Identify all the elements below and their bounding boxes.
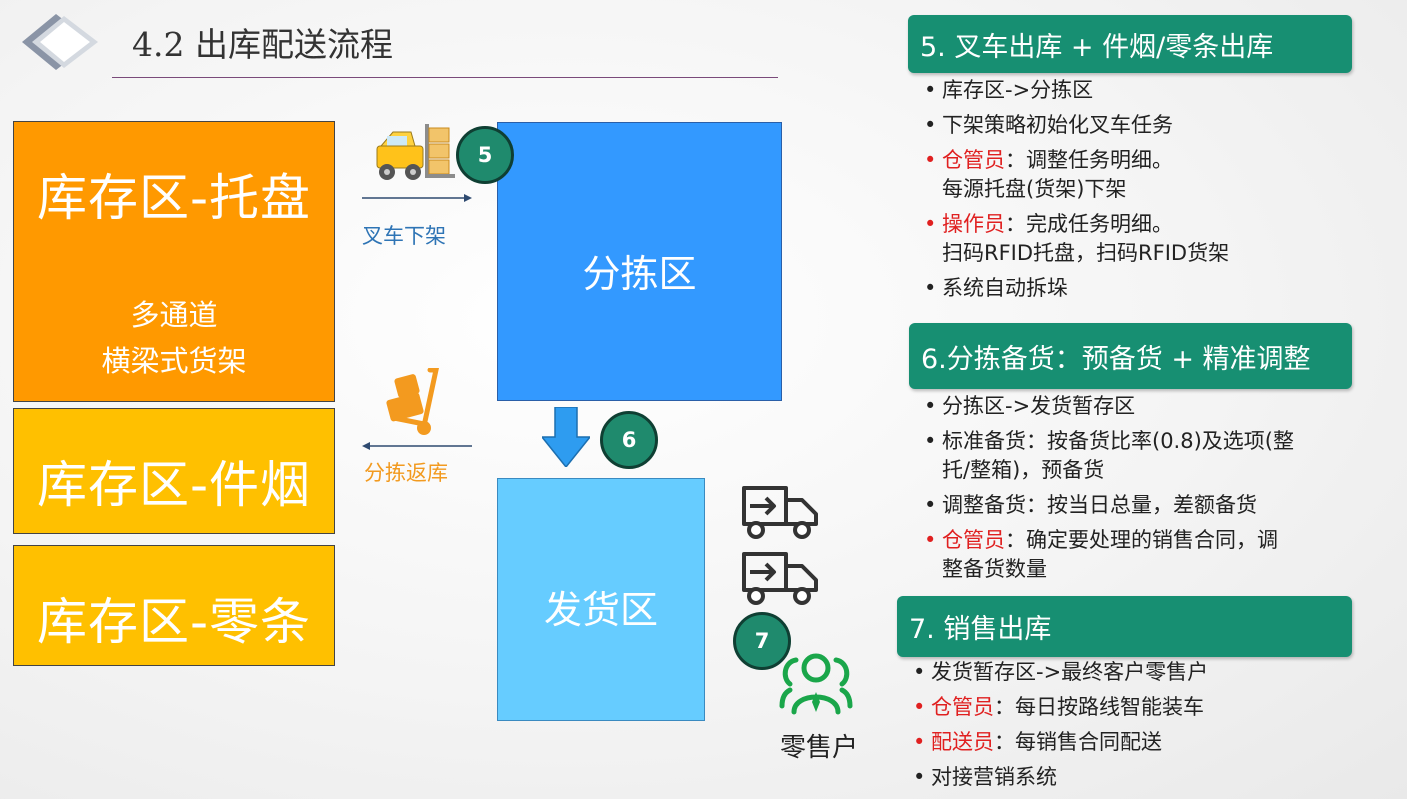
step-7-heading: 7. 销售出库 [897, 596, 1352, 657]
pallet-storage-zone: 库存区-托盘 多通道 横梁式货架 [13, 121, 335, 402]
list-item: 库存区->分拣区 [922, 76, 1362, 105]
return-label: 分拣返库 [364, 461, 448, 485]
role-label: 仓管员 [942, 148, 1005, 172]
shipping-area: 发货区 [497, 478, 705, 721]
shipping-area-label: 发货区 [543, 588, 658, 632]
step-5-list: 库存区->分拣区 下架策略初始化叉车任务 仓管员：调整任务明细。每源托盘(货架)… [922, 76, 1362, 309]
forklift-icon [376, 124, 455, 180]
role-label: 操作员 [942, 212, 1005, 236]
pallet-zone-desc-2: 横梁式货架 [101, 344, 247, 378]
step-6-heading: 6.分拣备货：预备货 + 精准调整 [909, 323, 1352, 389]
delivery-truck-icon [742, 552, 818, 605]
step-5-heading: 5. 叉车出库 + 件烟/零条出库 [908, 15, 1352, 73]
list-item: 标准备货：按备货比率(0.8)及选项(整托/整箱)，预备货 [922, 427, 1362, 485]
pallet-zone-desc-1: 多通道 [130, 298, 218, 332]
title-divider [112, 77, 778, 78]
loose-storage-zone: 库存区-零条 [13, 545, 335, 666]
retailer-people-icon [779, 653, 853, 715]
delivery-truck-icon [742, 486, 818, 539]
forklift-flow-arrow [362, 194, 472, 202]
list-item: 调整备货：按当日总量，差额备货 [922, 491, 1362, 520]
diamond-logo-icon [22, 14, 98, 70]
list-item: 对接营销系统 [911, 763, 1361, 792]
forklift-label: 叉车下架 [362, 224, 446, 248]
role-label: 仓管员 [942, 528, 1005, 552]
return-flow-arrow [362, 442, 472, 450]
list-item: 下架策略初始化叉车任务 [922, 111, 1362, 140]
case-zone-title: 库存区-件烟 [36, 456, 312, 514]
role-label: 配送员 [931, 730, 994, 754]
case-storage-zone: 库存区-件烟 [13, 408, 335, 534]
list-item: 操作员：完成任务明细。扫码RFID托盘，扫码RFID货架 [922, 210, 1362, 268]
list-item: 仓管员：调整任务明细。每源托盘(货架)下架 [922, 146, 1362, 204]
list-item: 配送员：每销售合同配送 [911, 728, 1361, 757]
list-item: 系统自动拆垛 [922, 274, 1362, 303]
step-7-list: 发货暂存区->最终客户零售户 仓管员：每日按路线智能装车 配送员：每销售合同配送… [911, 658, 1361, 798]
list-item: 发货暂存区->最终客户零售户 [911, 658, 1361, 687]
down-arrow-icon [542, 407, 590, 467]
step-5-badge: 5 [456, 126, 514, 184]
step-6-list: 分拣区->发货暂存区 标准备货：按备货比率(0.8)及选项(整托/整箱)，预备货… [922, 392, 1362, 590]
step-6-badge: 6 [600, 411, 658, 469]
role-label: 仓管员 [931, 695, 994, 719]
retailer-label: 零售户 [780, 733, 859, 763]
hand-truck-icon [386, 368, 439, 435]
sorting-area-label: 分拣区 [582, 252, 697, 296]
list-item: 仓管员：每日按路线智能装车 [911, 693, 1361, 722]
list-item: 分拣区->发货暂存区 [922, 392, 1362, 421]
sorting-area: 分拣区 [497, 122, 782, 401]
loose-zone-title: 库存区-零条 [36, 593, 312, 651]
step-7-badge: 7 [733, 612, 791, 670]
pallet-zone-title: 库存区-托盘 [36, 169, 312, 227]
page-title: 4.2 出库配送流程 [132, 25, 393, 64]
